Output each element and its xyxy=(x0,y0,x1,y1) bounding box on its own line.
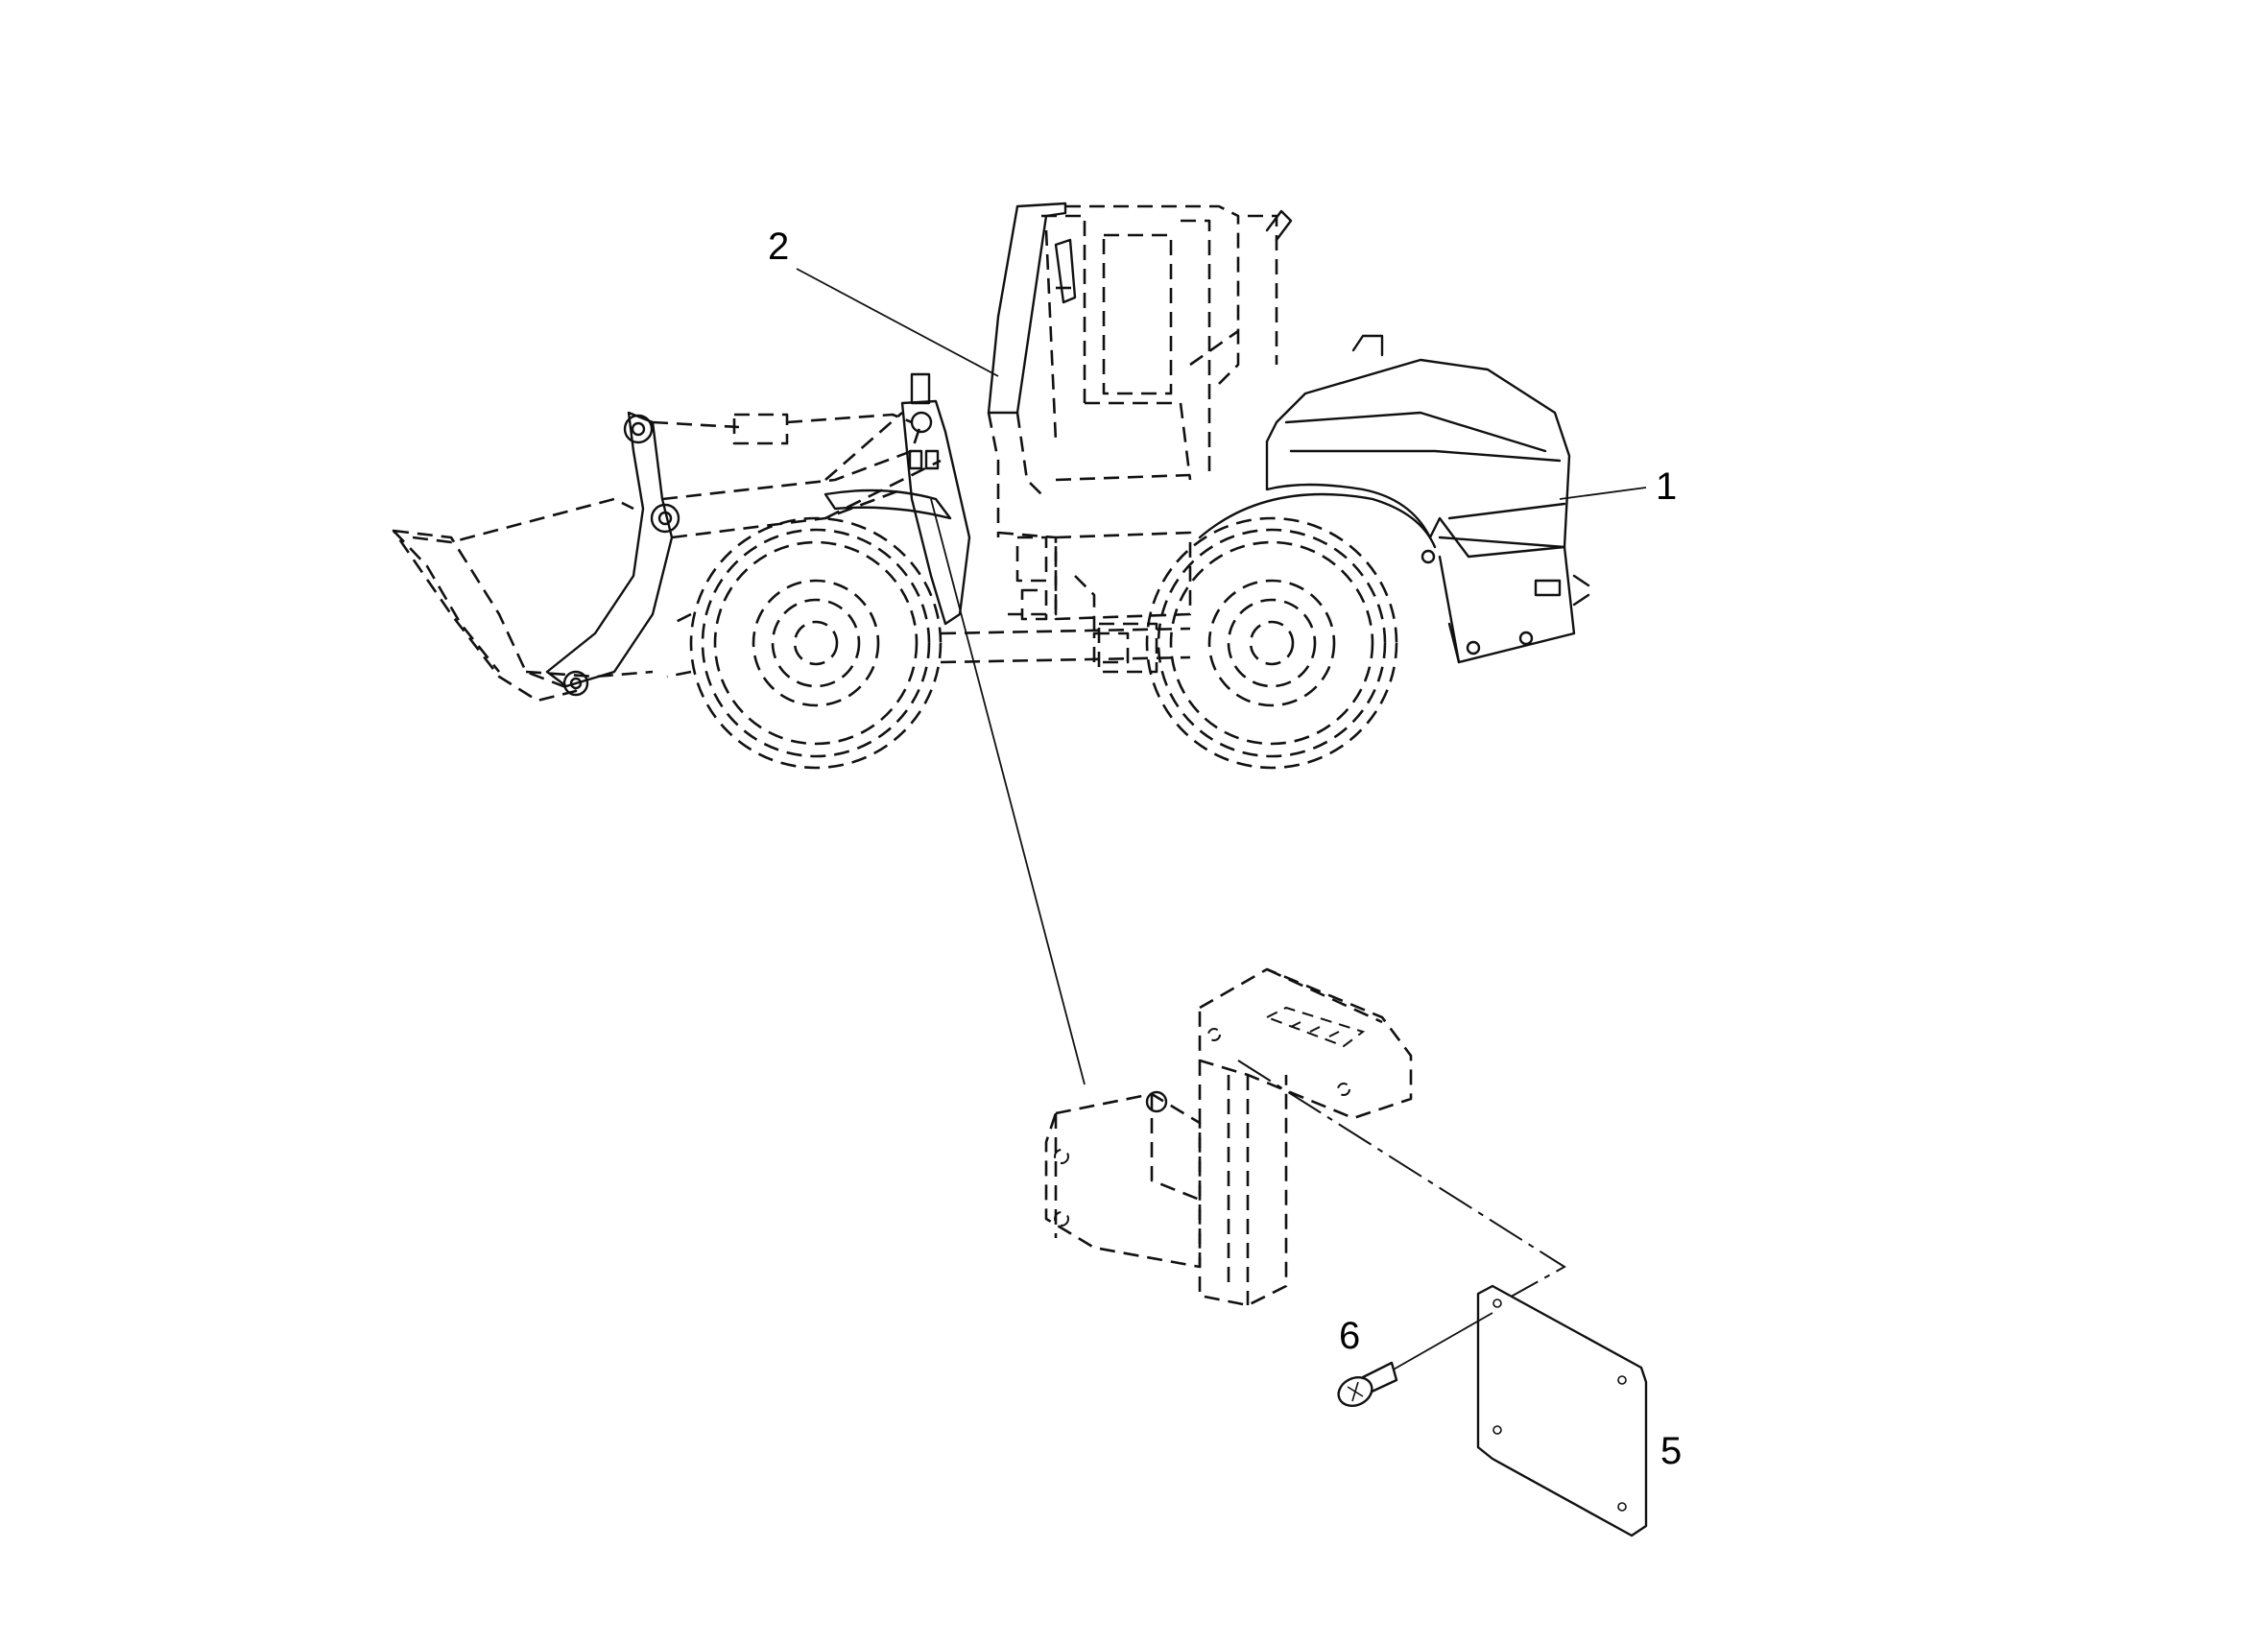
callout-2: 2 xyxy=(768,226,999,377)
callout-5: 5 xyxy=(1660,1430,1682,1472)
rear-fender xyxy=(1198,492,1437,549)
bucket xyxy=(392,497,654,703)
callout-label-6: 6 xyxy=(1339,1315,1360,1357)
wheel-loader xyxy=(392,202,1590,1085)
front-frame xyxy=(824,372,971,626)
screw xyxy=(1337,1312,1493,1407)
front-fender xyxy=(824,488,952,520)
cab xyxy=(987,202,1293,537)
chassis xyxy=(940,531,1192,674)
callout-1: 1 xyxy=(1559,465,1677,508)
identification-plate xyxy=(1476,1284,1648,1537)
engine-hood xyxy=(1265,334,1590,664)
rear-wheel xyxy=(1145,516,1398,770)
callout-label-1: 1 xyxy=(1656,465,1677,508)
lift-arm xyxy=(545,411,923,697)
front-wheel xyxy=(666,516,943,770)
callout-label-2: 2 xyxy=(768,226,789,268)
callout-6: 6 xyxy=(1339,1315,1360,1357)
leader-line-to-bracket xyxy=(930,498,1086,1085)
callout-label-5: 5 xyxy=(1660,1430,1682,1472)
mounting-bracket xyxy=(1044,967,1413,1307)
